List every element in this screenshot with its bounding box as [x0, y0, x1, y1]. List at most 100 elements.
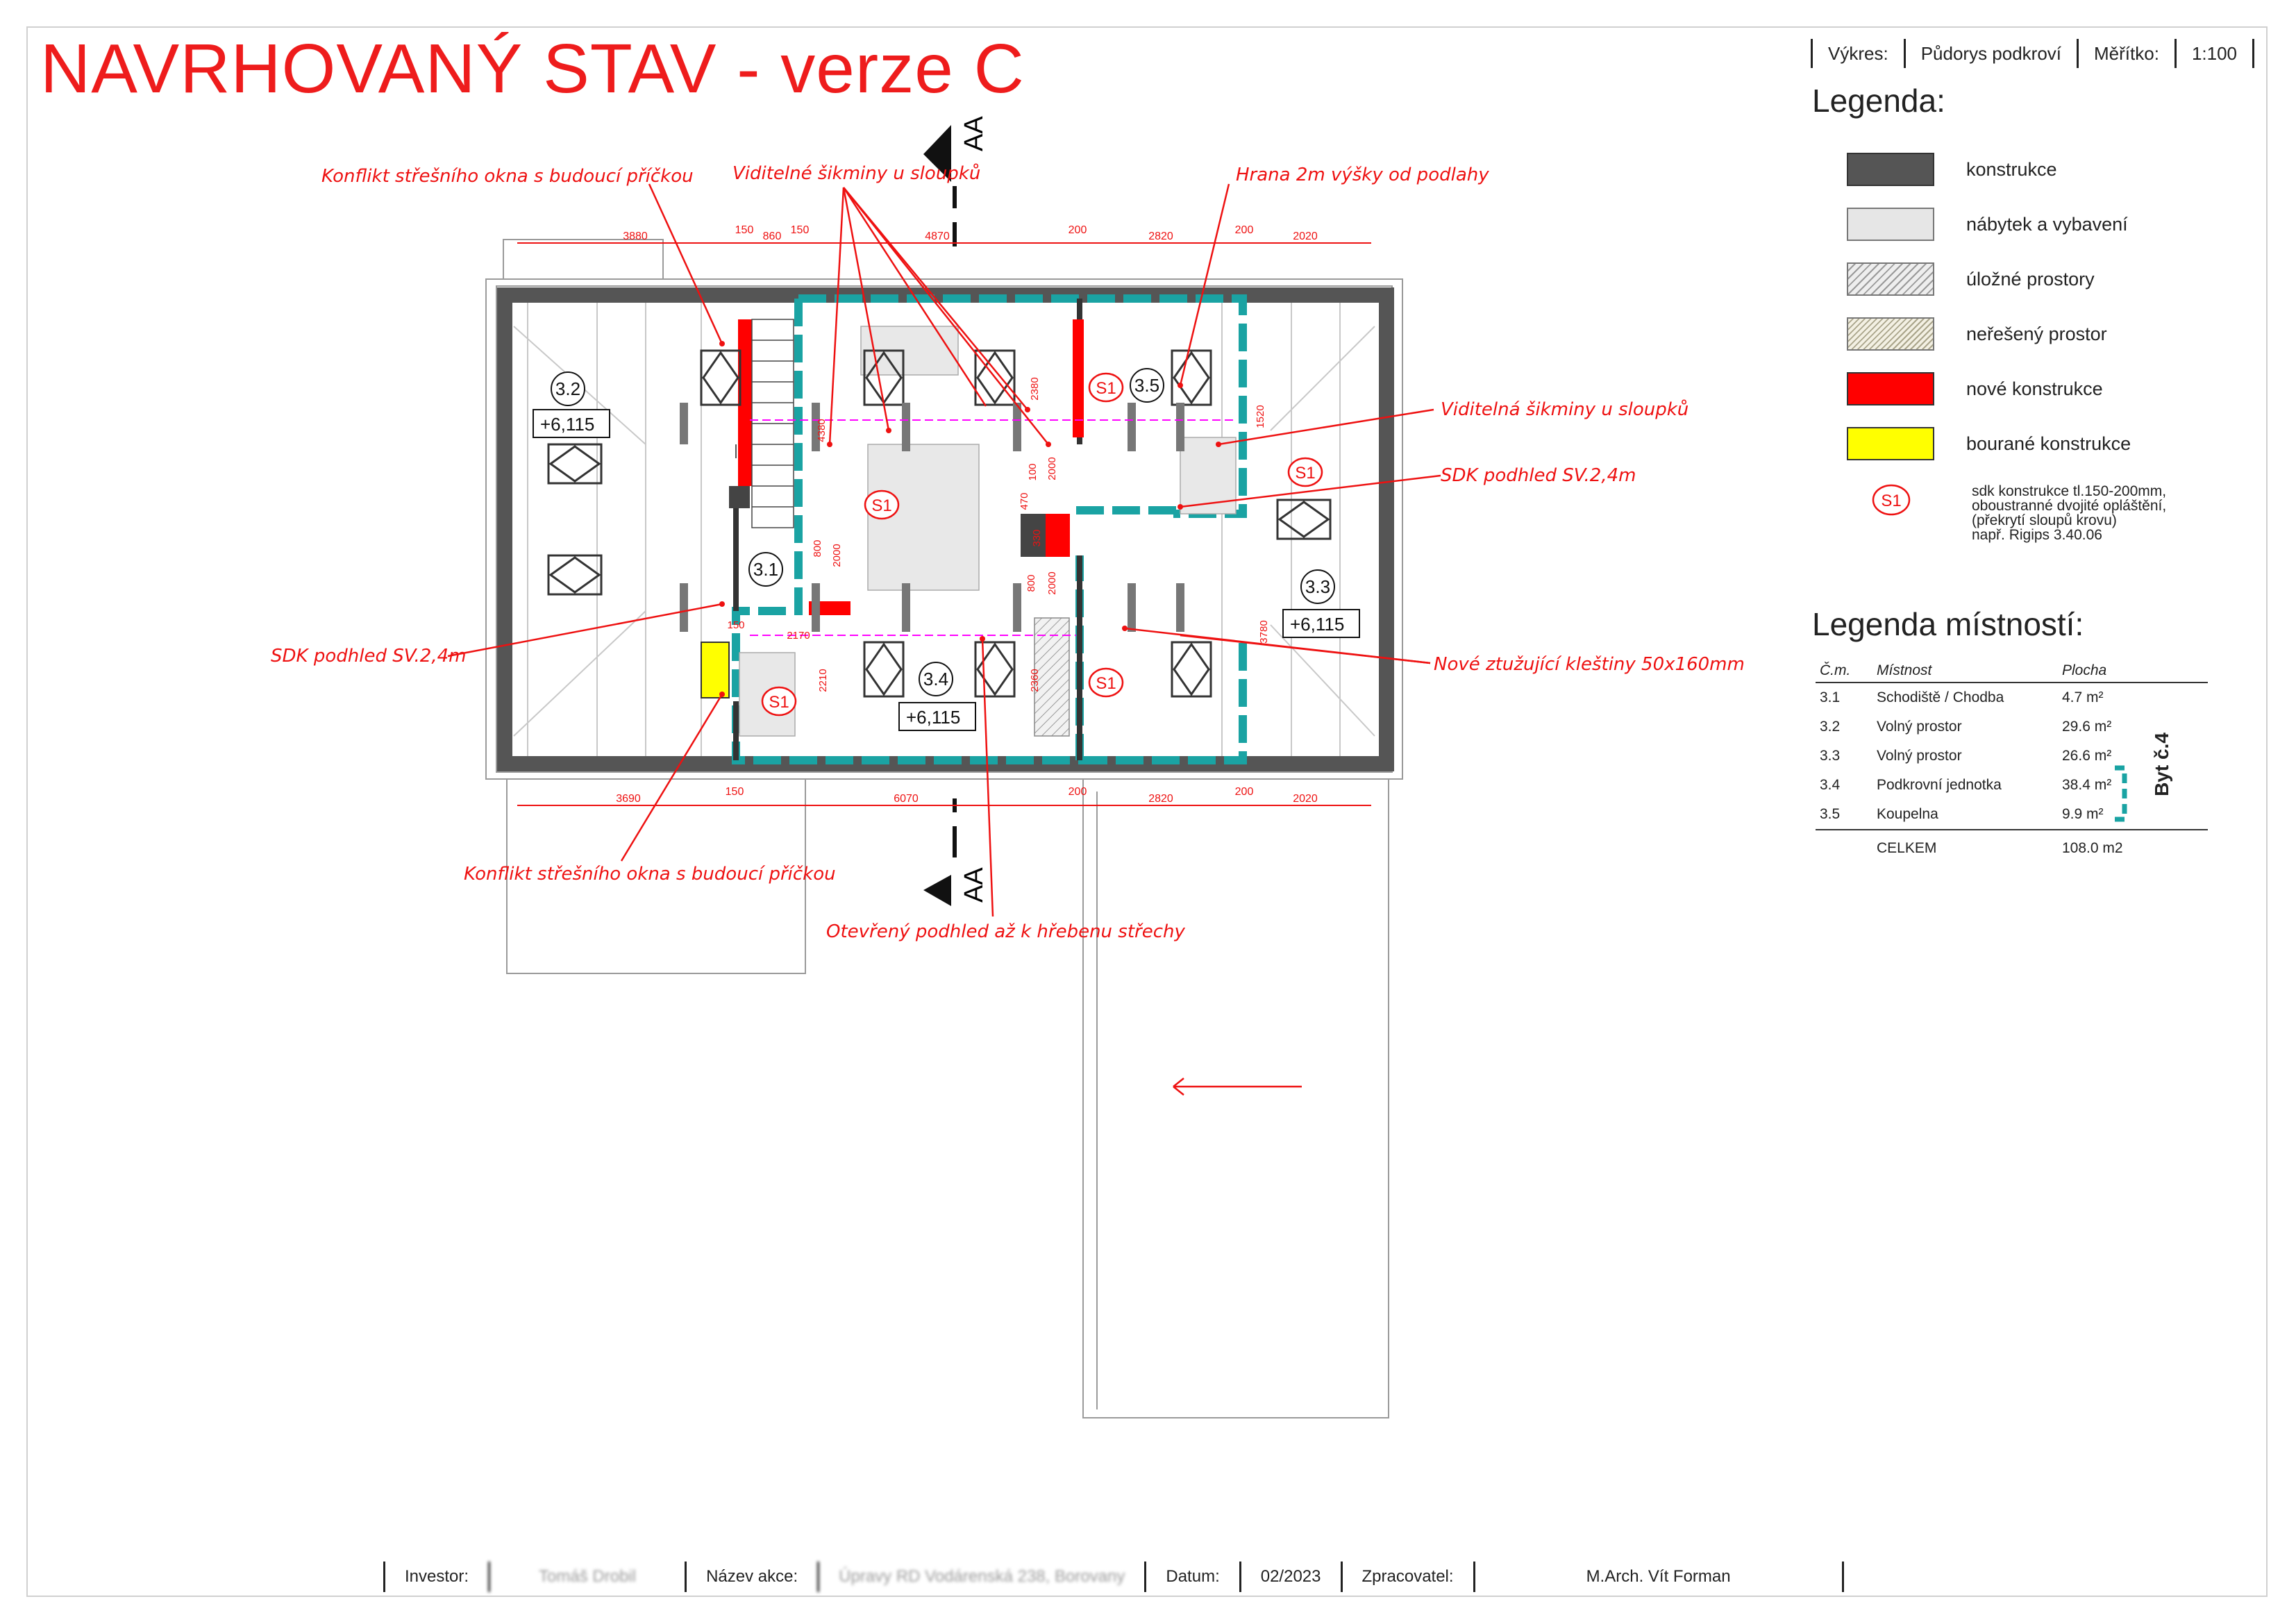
room-tag: 3.4 [919, 662, 953, 696]
dim-text: 2000 [831, 544, 843, 567]
legend-item: nové konstrukce [1847, 372, 2103, 405]
room-tag: 3.1 [748, 552, 783, 587]
note-sdk-ceiling-left: SDK podhled SV.2,4m [271, 646, 466, 667]
drawing-value: Půdorys podkroví [1903, 39, 2077, 68]
room-number: 3.4 [1820, 777, 1841, 793]
legend-swatch-demolished [1847, 427, 1934, 460]
dim-text: 2000 [1046, 457, 1058, 480]
section-arrow-icon [923, 875, 951, 906]
legend-swatch-construction [1847, 153, 1934, 186]
legend-swatch-storage [1847, 262, 1934, 296]
dim-text: 200 [1235, 224, 1254, 236]
section-label-bottom: AA [960, 867, 989, 903]
level-text: +6,115 [906, 707, 960, 728]
s1-text: S1 [1096, 674, 1116, 693]
level-text: +6,115 [1290, 614, 1344, 635]
table-row: 3.1 Schodiště / Chodba 4.7 m² [1816, 683, 2208, 712]
s1-marker: S1 [1088, 372, 1124, 403]
roof-windows [547, 349, 1332, 698]
room-name: Volný prostor [1877, 748, 1962, 764]
dimension-lines [517, 242, 1371, 806]
legend-item: nábytek a vybavení [1847, 208, 2128, 241]
collar-ties [680, 403, 1184, 632]
dim-text: 100 [1027, 463, 1039, 480]
dimension-texts-inner: 4380 2380 1520 100 2000 470 330 800 2000… [727, 377, 1270, 692]
action-value: Úpravy RD Vodárenská 238, Borovany [817, 1562, 1144, 1592]
level-tag: +6,115 [1282, 609, 1360, 638]
s1-marker: S1 [1287, 457, 1323, 487]
note-visible-slopes-top: Viditelné šikminy u sloupků [732, 162, 980, 184]
dim-text: 2210 [817, 669, 829, 692]
room-number: 3.2 [1820, 719, 1841, 735]
legend-s1-symbol: S1 [1872, 484, 1911, 516]
dim-text: 3880 [623, 231, 648, 242]
annotation-leaders [447, 183, 1441, 1096]
dim-text: 4380 [816, 419, 828, 442]
legend-item: úložné prostory [1847, 262, 2095, 296]
roof-outline [485, 239, 1403, 1418]
room-tag: 3.5 [1130, 368, 1164, 403]
date-label: Datum: [1144, 1562, 1239, 1592]
chimney [1021, 514, 1046, 557]
dim-text: 2360 [1029, 669, 1041, 692]
col-area: Plocha [2058, 660, 2208, 683]
furniture [739, 326, 1237, 737]
dim-text: 150 [727, 619, 744, 631]
investor-value: Tomáš Drobil [488, 1562, 685, 1592]
level-tag: +6,115 [533, 409, 610, 438]
col-room: Místnost [1872, 660, 2058, 683]
dim-text: 2820 [1148, 793, 1173, 805]
legend-label: neřešený prostor [1966, 323, 2107, 344]
room-number-text: 3.2 [555, 378, 580, 399]
legend-title: Legenda: [1812, 83, 1945, 119]
s1-marker: S1 [761, 686, 797, 717]
room-number: 3.1 [1820, 689, 1841, 705]
note-window-conflict-bottom: Konflikt střešního okna s budoucí příčko… [464, 864, 836, 885]
s1-text: S1 [871, 496, 891, 515]
scale-value: 1:100 [2174, 39, 2255, 68]
room-area: 26.6 m² [2062, 748, 2112, 764]
dim-text: 470 [1019, 492, 1030, 510]
date-value: 02/2023 [1239, 1562, 1341, 1592]
legend-s1-text: S1 [1881, 492, 1901, 510]
legend-swatch-furniture [1847, 208, 1934, 241]
dim-text: 800 [812, 539, 823, 557]
section-label-top: AA [960, 116, 989, 151]
author-value: M.Arch. Vít Forman [1473, 1562, 1844, 1592]
dim-text: 2380 [1029, 377, 1041, 400]
dim-text: 3780 [1258, 620, 1270, 643]
legend-s1-description: sdk konstrukce tl.150-200mm, oboustranné… [1972, 484, 2166, 542]
investor-label: Investor: [383, 1562, 488, 1592]
dim-text: 4870 [925, 231, 950, 242]
room-area: 38.4 m² [2062, 777, 2112, 793]
room-tags: 3.2 3.1 3.3 3.4 3.5 [551, 368, 1335, 696]
total-value: 108.0 m2 [2058, 829, 2208, 863]
new-construction [738, 319, 1084, 615]
demolished-construction [701, 642, 730, 698]
note-open-ceiling: Otevřený podhled až k hřebenu střechy [826, 921, 1185, 942]
legend-label: nové konstrukce [1966, 378, 2103, 399]
dim-text: 860 [763, 231, 782, 242]
legend-label: konstrukce [1966, 158, 2057, 180]
table-row: 3.5 Koupelna 9.9 m² [1816, 800, 2208, 830]
room-area: 4.7 m² [2062, 689, 2104, 705]
legend-item: neřešený prostor [1847, 317, 2107, 351]
level-tag: +6,115 [898, 702, 976, 731]
level-text: +6,115 [540, 414, 594, 435]
rooms-legend-title: Legenda místností: [1812, 606, 2084, 642]
rooms-table-header: Č.m. Místnost Plocha [1816, 660, 2208, 683]
dim-text: 2020 [1293, 793, 1318, 805]
staircase [751, 319, 794, 528]
room-tag: 3.3 [1300, 569, 1335, 604]
legend-label: nábytek a vybavení [1966, 213, 2128, 235]
room-name: Volný prostor [1877, 719, 1962, 735]
room-area: 9.9 m² [2062, 806, 2104, 822]
s1-marker: S1 [1088, 667, 1124, 698]
dim-text: 2000 [1046, 571, 1058, 594]
table-row: 3.2 Volný prostor 29.6 m² [1816, 712, 2208, 742]
legend-label: úložné prostory [1966, 268, 2095, 290]
scale-label: Měřítko: [2077, 39, 2175, 68]
room-number-text: 3.5 [1134, 375, 1159, 396]
s1-markers: S1 S1 S1 S1 S1 [761, 372, 1323, 717]
level-tags: +6,115 +6,115 +6,115 [533, 409, 1360, 731]
